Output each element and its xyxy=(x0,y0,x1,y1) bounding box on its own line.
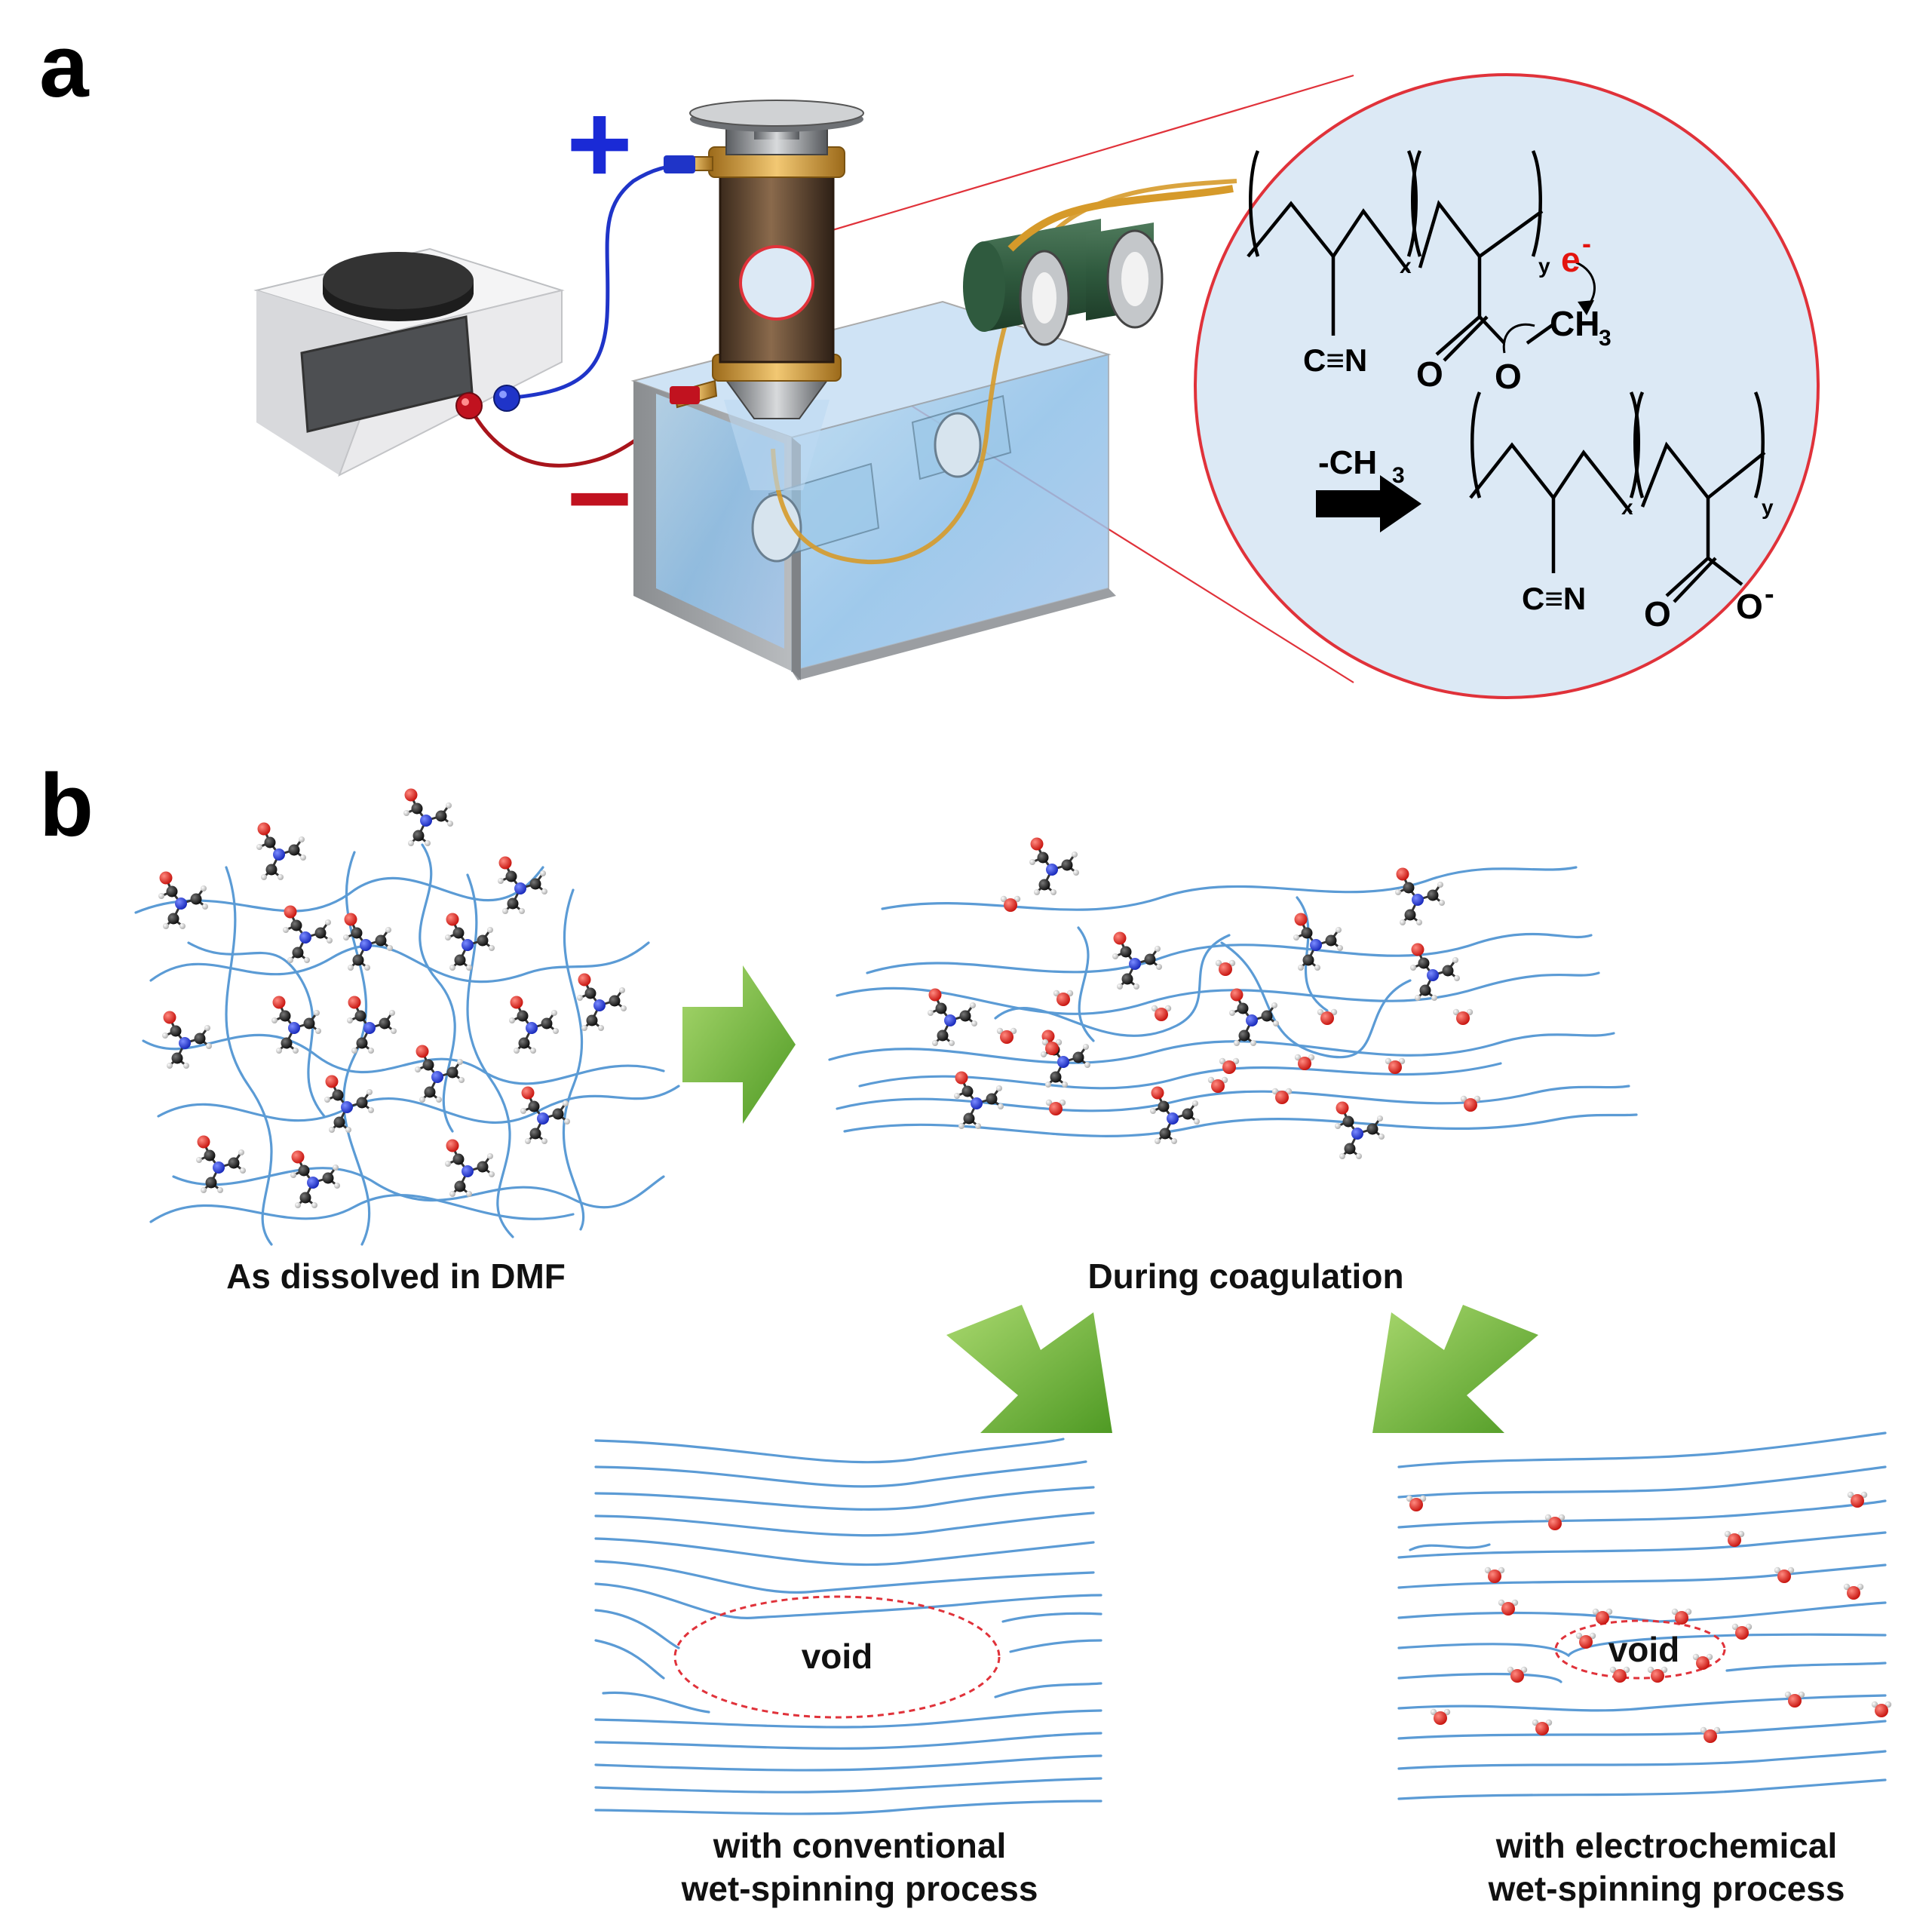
dmf-molecules-dissolved xyxy=(157,787,628,1210)
oxygen-carbonyl-top: O xyxy=(1416,354,1443,394)
panel-a-label: a xyxy=(39,17,90,116)
negative-terminal xyxy=(455,392,483,419)
void-conventional xyxy=(673,1595,1001,1719)
subscript-x-bottom: x xyxy=(1621,496,1633,519)
spinneret-assembly xyxy=(664,100,864,490)
positive-wire xyxy=(506,160,702,400)
oxygen-carboxylate-bottom: O xyxy=(1736,587,1763,626)
arrow-to-electrochemical xyxy=(1372,1305,1538,1433)
leaving-group-subscript: 3 xyxy=(1392,463,1405,488)
void-label-conventional: void xyxy=(802,1637,873,1676)
polymer-structure-top xyxy=(1247,150,1596,362)
nitrile-bottom: C≡N xyxy=(1522,581,1586,616)
polymer-structure-bottom xyxy=(1469,391,1766,603)
nitrile-top: C≡N xyxy=(1303,342,1367,378)
fiber-bundle-electrochemical xyxy=(1397,1431,1887,1800)
bath-roller-back xyxy=(911,394,1012,480)
fiber-network-coagulation xyxy=(828,866,1638,1137)
caption-electrochemical-line2: wet-spinning process xyxy=(1488,1869,1845,1908)
caption-conventional-line2: wet-spinning process xyxy=(681,1869,1038,1908)
caption-dissolved: As dissolved in DMF xyxy=(226,1257,566,1296)
subscript-x-top: x xyxy=(1400,254,1412,278)
electron-arrowhead xyxy=(1578,300,1594,315)
minus-sign: − xyxy=(566,434,633,561)
carboxylate-charge: - xyxy=(1765,578,1774,610)
electron-charge: - xyxy=(1582,228,1591,259)
leaving-group: -CH xyxy=(1318,444,1377,481)
caption-electrochemical-line1: with electrochemical xyxy=(1495,1826,1838,1865)
methyl-top-subscript: 3 xyxy=(1599,326,1612,351)
methyl-top: CH xyxy=(1550,304,1599,343)
void-electrochemical xyxy=(1554,1619,1726,1680)
void-label-electrochemical: void xyxy=(1608,1630,1680,1669)
fiber-bundle-conventional xyxy=(594,1438,1102,1815)
electron-symbol: e xyxy=(1561,240,1581,279)
fiber-network-dissolved xyxy=(134,843,680,1246)
caption-conventional-line1: with conventional xyxy=(713,1826,1006,1865)
panel-b-label: b xyxy=(39,756,94,855)
power-supply-knob xyxy=(323,252,474,321)
reaction-arrow xyxy=(1316,475,1421,532)
dmf-molecules-coagulation xyxy=(926,836,1461,1161)
oxygen-ester-top: O xyxy=(1495,357,1522,396)
subscript-y-bottom: y xyxy=(1762,496,1774,519)
subscript-y-top: y xyxy=(1538,254,1550,278)
positive-terminal xyxy=(493,385,520,412)
arrow-to-coagulation xyxy=(682,965,796,1124)
take-up-rollers xyxy=(963,185,1234,346)
plus-sign: + xyxy=(566,80,633,207)
power-supply xyxy=(253,247,565,477)
oxygen-carbonyl-bottom: O xyxy=(1644,594,1671,634)
caption-coagulation: During coagulation xyxy=(1087,1257,1403,1296)
arrow-to-conventional xyxy=(946,1305,1112,1433)
